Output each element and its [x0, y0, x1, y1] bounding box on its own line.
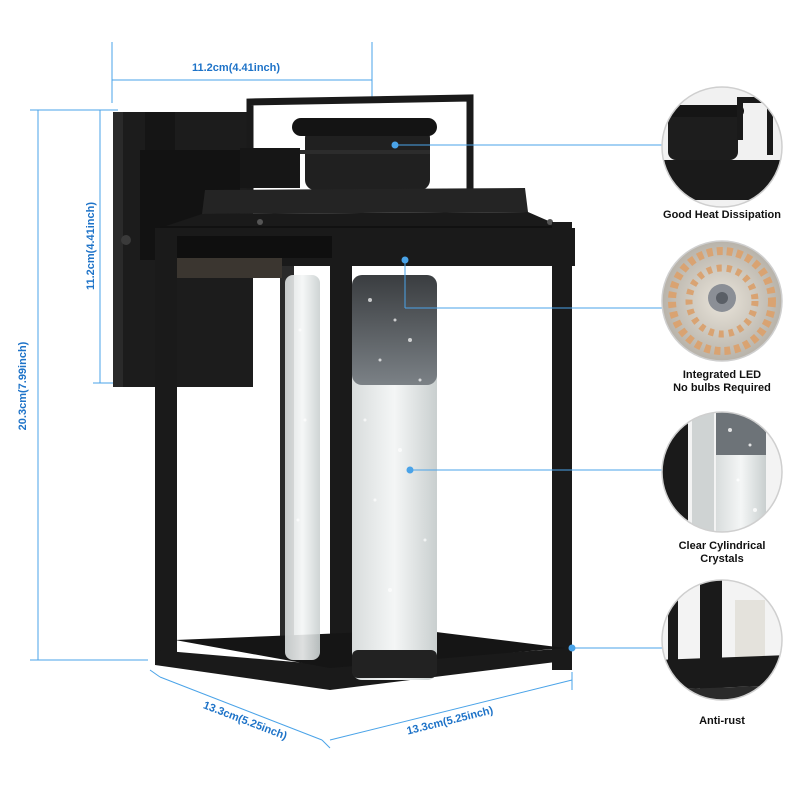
total-height-label: 20.3cm(7.99inch): [17, 341, 29, 431]
backplate-height-label: 11.2cm(4.41inch): [85, 201, 97, 291]
detail-integrated-led: [661, 240, 783, 362]
feature-crystal-label: Clear Cylindrical Crystals: [652, 540, 792, 566]
crystal-cylinder: [285, 275, 437, 680]
detail-anti-rust: [661, 579, 783, 701]
feature-led-label: Integrated LED No bulbs Required: [652, 369, 792, 395]
callout-lines: [391, 141, 665, 652]
feature-heat-line1: Good Heat Dissipation: [663, 209, 781, 221]
feature-rust-label: Anti-rust: [652, 715, 792, 728]
detail-crystal: [661, 411, 783, 533]
heat-cap: [240, 118, 437, 190]
feature-heat-label: Good Heat Dissipation: [652, 209, 792, 222]
feature-led-line1: Integrated LED: [682, 369, 762, 381]
dimension-lines: [30, 42, 573, 749]
detail-heat-dissipation: [661, 86, 783, 208]
feature-crystal-line1: Clear Cylindrical: [678, 540, 766, 552]
feature-rust-line1: Anti-rust: [699, 715, 745, 727]
feature-led-line2: No bulbs Required: [673, 382, 771, 394]
feature-crystal-line2: Crystals: [700, 553, 744, 565]
top-width-label: 11.2cm(4.41inch): [192, 62, 281, 74]
